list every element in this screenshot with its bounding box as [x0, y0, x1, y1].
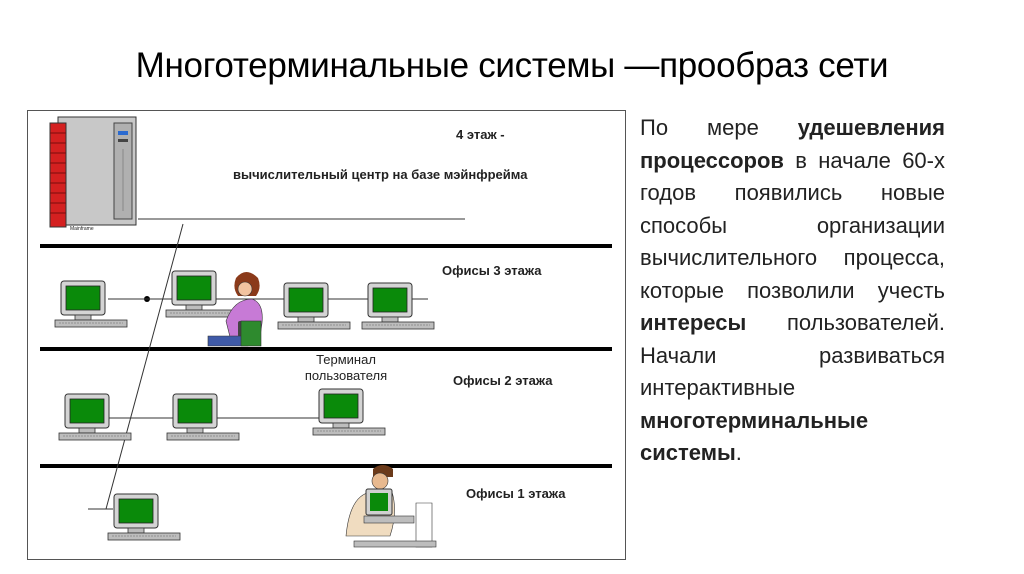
text-bold: многотерминальные системы [640, 407, 869, 466]
description-text: По мере удешевления процессоров в начале… [640, 112, 945, 470]
floor4-title: 4 этаж - [456, 127, 505, 142]
floor4-subtitle: вычислительный центр на базе мэйнфрейма [233, 167, 528, 182]
text-part: пользователей. Начали развиваться интера… [640, 310, 945, 400]
woman-user-icon [207, 272, 263, 347]
terminal-label: Терминал пользователя [290, 352, 402, 384]
text-part: . [735, 440, 742, 465]
slide-title: Многотерминальные системы —прообраз сети [135, 46, 889, 85]
network-diagram: Mainframe 4 этаж - вычислительный центр … [27, 110, 626, 560]
floor2-label: Офисы 2 этажа [453, 373, 553, 388]
text-bold: интересы [640, 310, 747, 335]
floor1-label: Офисы 1 этажа [466, 486, 566, 501]
text-bold: удешевления процессоров [640, 115, 945, 173]
mainframe-tag: Mainframe [70, 226, 94, 232]
floor3-label: Офисы 3 этажа [442, 263, 542, 278]
text-part: По мере [640, 115, 798, 140]
text-part: в начале 60-х годов появились новые спос… [640, 147, 945, 303]
terminal-label-line1: Терминал [316, 352, 376, 367]
man-user-icon [345, 465, 437, 548]
terminal-label-line2: пользователя [304, 368, 388, 383]
mainframe-icon [49, 116, 137, 228]
diagram-graphics [40, 116, 612, 548]
